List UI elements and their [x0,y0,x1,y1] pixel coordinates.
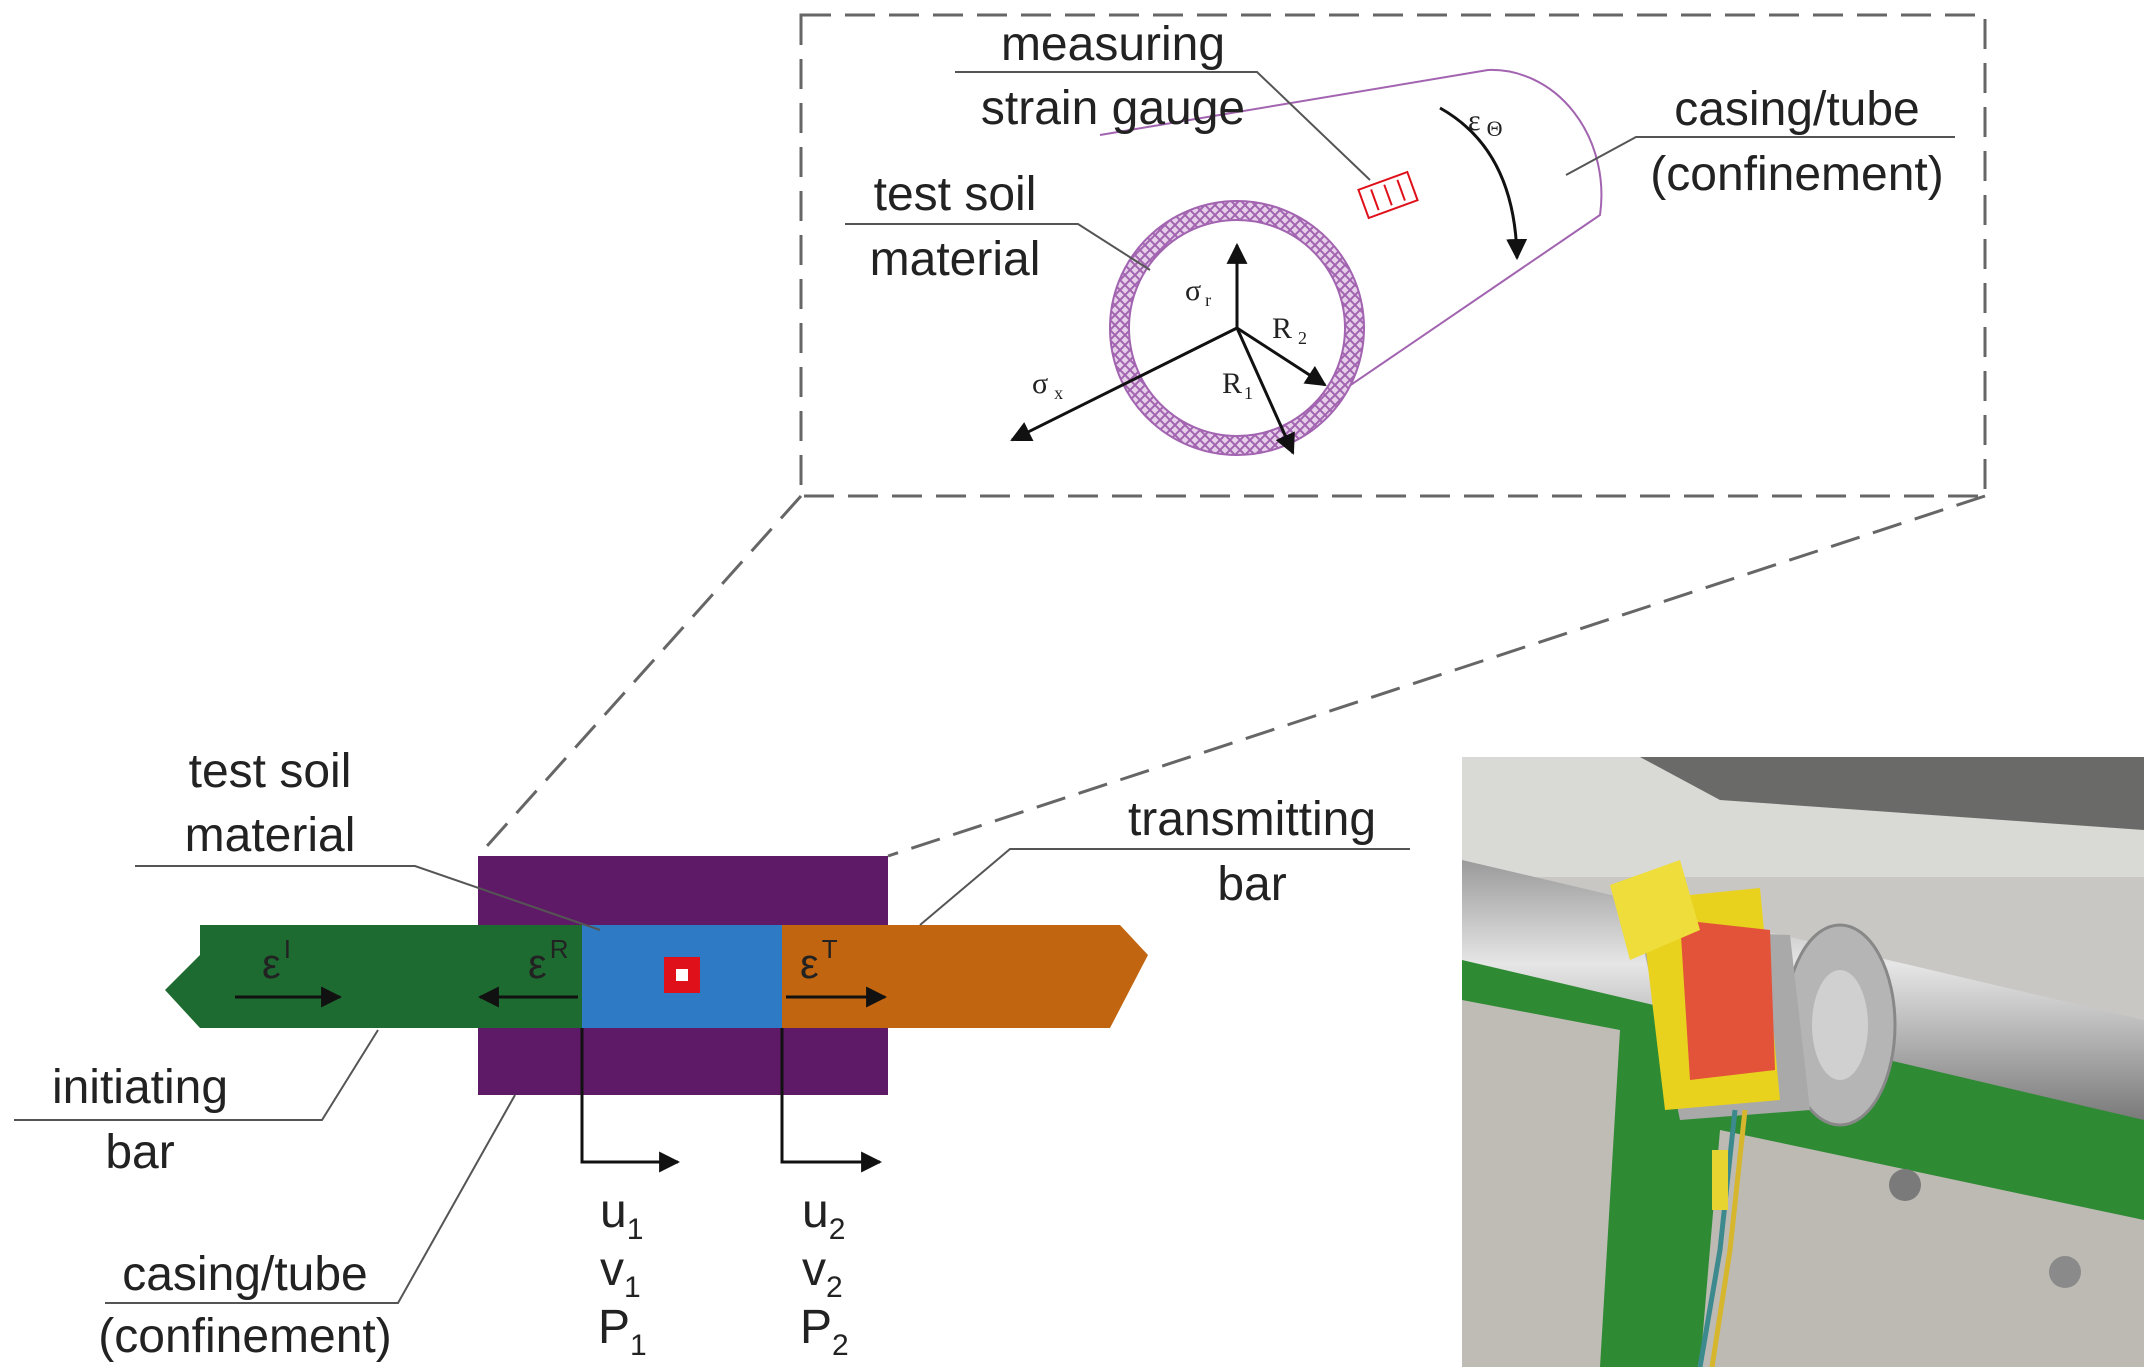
initiating-leader [14,1029,379,1121]
v1-label: v1 [600,1243,641,1304]
casing-bottom [478,1028,888,1095]
initiating-label-line1: initiating [52,1061,228,1114]
inset-tube-leader [1565,136,1955,176]
inset-soil-leader [845,223,1151,271]
inset-tube-outline [1099,68,1603,441]
transmit-label-line2: bar [1217,858,1286,911]
v2-label: v2 [802,1243,843,1304]
inset-soil-label-line2: material [870,233,1041,286]
u1-label: u1 [600,1185,643,1246]
casing-label-line1: casing/tube [122,1248,368,1301]
apparatus-photo [1462,757,2144,1367]
u1-arrow [580,1028,681,1173]
inset-r2-arrow [1236,326,1327,387]
inset-soil-label-line1: test soil [874,168,1037,221]
p1-label: P1 [598,1301,647,1362]
initiating-bar [165,925,582,1028]
casing-top [478,856,888,925]
p2-label: P2 [800,1301,849,1362]
strain-gauge-core [676,969,688,981]
soil-label-line2: material [185,809,356,862]
inset-gauge-label-line2: strain gauge [981,82,1245,135]
transmit-label-line1: transmitting [1128,793,1376,846]
inset-strain-gauge-icon [1357,170,1419,220]
zoom-line-right [887,494,1986,858]
inset-gauge-label-line1: measuring [1001,18,1225,71]
inset-gauge-leader [955,71,1371,181]
transmit-leader [919,848,1410,926]
casing-leader [105,1094,516,1304]
inset-dashed-frame [799,13,1987,498]
casing-label-line2: (confinement) [98,1310,391,1363]
zoom-line-left [476,494,803,858]
soil-label-line1: test soil [189,745,352,798]
inset-sigma-x-arrow [1010,326,1238,442]
inset-r1-arrow [1235,327,1295,455]
inset-ring-outer [1109,200,1365,456]
inset-eps-theta-arrow [1439,106,1528,261]
u2-arrow [780,1028,883,1173]
soil-leader [135,865,601,931]
inset-tube-label-line2: (confinement) [1650,148,1943,201]
inset-tube-label-line1: casing/tube [1674,83,1920,136]
u2-label: u2 [802,1185,845,1246]
initiating-label-line2: bar [105,1126,174,1179]
